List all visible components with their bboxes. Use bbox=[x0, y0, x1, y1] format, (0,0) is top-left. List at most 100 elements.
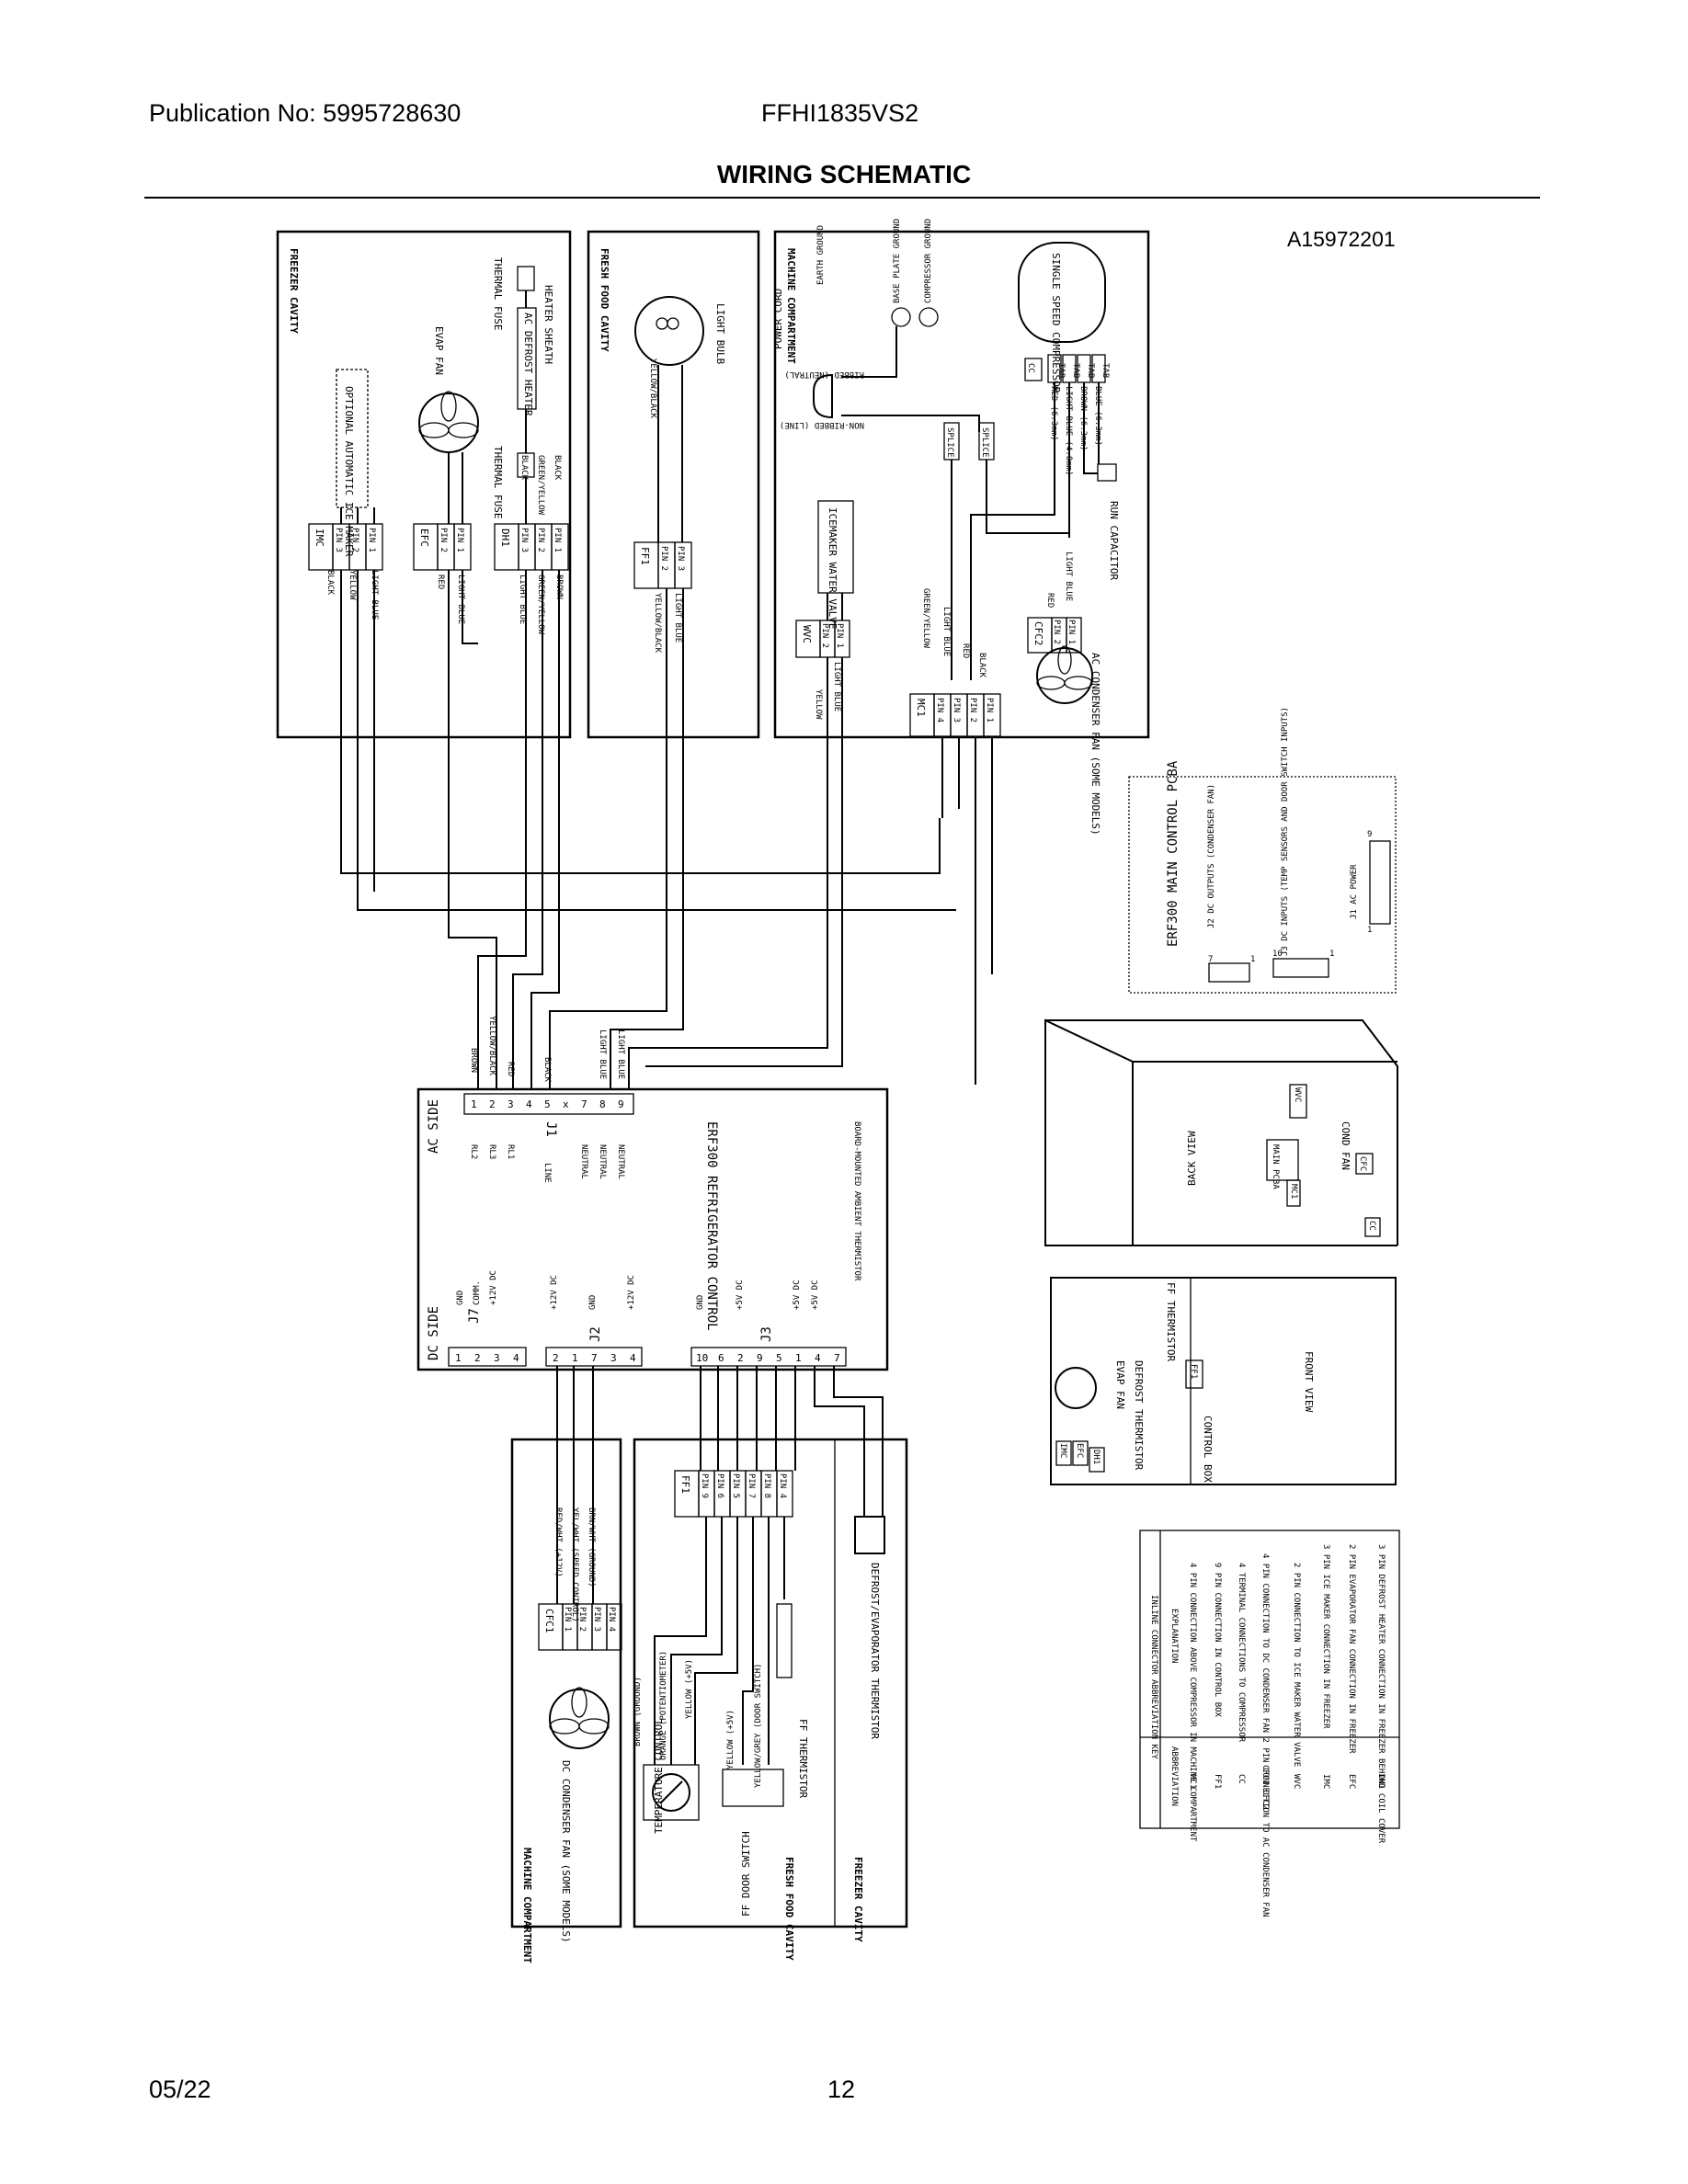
svg-text:YELLOW/GREY (DOOR SWITCH): YELLOW/GREY (DOOR SWITCH) bbox=[754, 1664, 763, 1788]
svg-text:COND FAN: COND FAN bbox=[1340, 1121, 1352, 1170]
svg-text:BASE PLATE GROUND: BASE PLATE GROUND bbox=[893, 219, 902, 303]
ff1-connector-bottom: FF1 PIN 9 PIN 6 PIN 5 PIN 7 PIN 8 PIN 4 bbox=[674, 1470, 793, 1518]
svg-text:THERMAL FUSE: THERMAL FUSE bbox=[492, 446, 504, 518]
svg-text:TAB: TAB bbox=[1101, 363, 1110, 378]
svg-text:+12V DC: +12V DC bbox=[550, 1275, 559, 1310]
svg-text:GND: GND bbox=[588, 1295, 598, 1310]
svg-text:RUN CAPACITOR: RUN CAPACITOR bbox=[1108, 501, 1120, 580]
page-number: 12 bbox=[827, 2076, 856, 2103]
svg-text:MACHINE COMPARTMENT: MACHINE COMPARTMENT bbox=[521, 1848, 533, 1963]
j2-header: 2 1 7 3 4 J2 +12V DC GND +12V DC bbox=[545, 1275, 643, 1367]
svg-text:+12V DC: +12V DC bbox=[489, 1270, 498, 1305]
svg-text:EXPLANATION: EXPLANATION bbox=[1169, 1609, 1179, 1664]
svg-text:1: 1 bbox=[1329, 950, 1334, 959]
svg-text:YELLOW: YELLOW bbox=[814, 689, 823, 720]
svg-text:EVAP FAN: EVAP FAN bbox=[1114, 1360, 1126, 1409]
svg-text:LINE: LINE bbox=[542, 1163, 552, 1183]
freezer-cavity-label: FREEZER CAVITY bbox=[288, 248, 300, 334]
svg-text:1: 1 bbox=[471, 1098, 477, 1110]
svg-text:PIN 4: PIN 4 bbox=[778, 1473, 787, 1498]
svg-text:RL3: RL3 bbox=[487, 1144, 496, 1159]
svg-text:PIN 3: PIN 3 bbox=[952, 698, 961, 722]
cfc1-connector: CFC1 PIN 1 PIN 2 PIN 3 PIN 4 RED/WHT (+1… bbox=[538, 1507, 622, 1651]
svg-text:7: 7 bbox=[591, 1352, 598, 1364]
svg-text:EFC: EFC bbox=[1347, 1774, 1356, 1789]
j1-header: 1 2 3 4 5 x 7 8 9 J1 RL2 RL3 RL1 LINE NE… bbox=[463, 1016, 634, 1183]
svg-text:2: 2 bbox=[737, 1352, 744, 1364]
footer-date: 05/22 bbox=[149, 2076, 211, 2103]
svg-text:J1 AC POWER: J1 AC POWER bbox=[1350, 864, 1359, 919]
svg-text:MC1: MC1 bbox=[915, 699, 927, 717]
svg-text:7: 7 bbox=[581, 1098, 587, 1110]
svg-text:FF THERMISTOR: FF THERMISTOR bbox=[1165, 1282, 1177, 1361]
svg-text:PIN 1: PIN 1 bbox=[985, 698, 994, 722]
svg-text:CFC1 CFC2: CFC1 CFC2 bbox=[1260, 1765, 1270, 1810]
svg-text:BRN/WHT (GROUND): BRN/WHT (GROUND) bbox=[587, 1507, 596, 1587]
svg-text:RED: RED bbox=[436, 574, 445, 589]
svg-text:LIGHT BLUE: LIGHT BLUE bbox=[616, 1029, 625, 1079]
svg-text:ERF300 REFRIGERATOR CONTROL: ERF300 REFRIGERATOR CONTROL bbox=[704, 1121, 719, 1331]
svg-text:PIN 4: PIN 4 bbox=[607, 1607, 616, 1632]
svg-text:NEUTRAL: NEUTRAL bbox=[616, 1144, 625, 1179]
svg-text:PIN 7: PIN 7 bbox=[747, 1473, 756, 1498]
svg-text:7: 7 bbox=[1208, 955, 1213, 964]
svg-text:SPLICE: SPLICE bbox=[945, 427, 954, 458]
svg-text:2: 2 bbox=[489, 1098, 496, 1110]
model-number: FFHI1835VS2 bbox=[761, 99, 919, 127]
evap-fan: EVAP FAN bbox=[418, 326, 479, 453]
svg-text:POWER CORD: POWER CORD bbox=[772, 289, 784, 349]
svg-text:PIN 2: PIN 2 bbox=[577, 1607, 587, 1632]
svg-text:PIN 2: PIN 2 bbox=[1052, 620, 1061, 644]
svg-text:GND: GND bbox=[696, 1295, 705, 1310]
svg-text:DH1: DH1 bbox=[499, 529, 511, 547]
svg-text:EARTH GROUND: EARTH GROUND bbox=[816, 225, 826, 285]
svg-text:5: 5 bbox=[776, 1352, 782, 1364]
svg-text:COMPRESSOR GROUND: COMPRESSOR GROUND bbox=[924, 219, 933, 303]
svg-text:WVC: WVC bbox=[1292, 1774, 1301, 1789]
svg-text:J3 DC INPUTS (TEMP SENSORS AND: J3 DC INPUTS (TEMP SENSORS AND DOOR SWIT… bbox=[1281, 707, 1290, 956]
svg-text:2 PIN CONNECTION TO ICE MAKER: 2 PIN CONNECTION TO ICE MAKER WATER VALV… bbox=[1292, 1563, 1301, 1767]
svg-text:CFC1: CFC1 bbox=[543, 1609, 555, 1633]
page-title: WIRING SCHEMATIC bbox=[716, 160, 972, 188]
svg-text:1: 1 bbox=[795, 1352, 802, 1364]
svg-text:EFC: EFC bbox=[1075, 1443, 1084, 1458]
svg-text:DEFROST/EVAPORATOR THERMISTOR: DEFROST/EVAPORATOR THERMISTOR bbox=[869, 1563, 881, 1739]
svg-text:SPLICE: SPLICE bbox=[980, 427, 989, 458]
svg-text:RIBBED (NEUTRAL): RIBBED (NEUTRAL) bbox=[784, 370, 864, 379]
svg-text:2 PIN EVAPORATOR FAN CONNECTIO: 2 PIN EVAPORATOR FAN CONNECTION IN FREEZ… bbox=[1347, 1544, 1356, 1754]
svg-text:PIN 1: PIN 1 bbox=[553, 528, 562, 552]
svg-text:BLACK: BLACK bbox=[519, 455, 529, 481]
dh1-connector: DH1 PIN 3 PIN 2 PIN 1 BLACK GREEN/YELLOW… bbox=[494, 455, 569, 635]
svg-text:BLACK: BLACK bbox=[553, 455, 562, 481]
publication-number: Publication No: 5995728630 bbox=[149, 99, 462, 127]
svg-text:INLINE CONNECTOR ABBREVIATION: INLINE CONNECTOR ABBREVIATION KEY bbox=[1149, 1595, 1158, 1759]
svg-text:BLACK: BLACK bbox=[542, 1057, 552, 1083]
svg-text:PIN 9: PIN 9 bbox=[700, 1473, 709, 1498]
j3-header: 10 6 2 9 5 1 4 7 J3 GND +5V DC +5V DC +5… bbox=[690, 1280, 847, 1367]
svg-text:RED: RED bbox=[506, 1062, 515, 1076]
svg-text:CFC2: CFC2 bbox=[1032, 621, 1044, 646]
svg-text:x: x bbox=[563, 1098, 569, 1110]
svg-text:+5V DC: +5V DC bbox=[811, 1280, 820, 1310]
svg-text:FF THERMISTOR: FF THERMISTOR bbox=[797, 1719, 809, 1798]
svg-text:NEUTRAL: NEUTRAL bbox=[598, 1144, 607, 1179]
erf300-control: AC SIDE DC SIDE ERF300 REFRIGERATOR CONT… bbox=[416, 1016, 889, 1371]
svg-text:YELLOW/BLACK: YELLOW/BLACK bbox=[487, 1016, 496, 1076]
svg-text:PIN 2: PIN 2 bbox=[350, 528, 359, 552]
svg-text:7: 7 bbox=[834, 1352, 840, 1364]
svg-text:CONTROL BOX: CONTROL BOX bbox=[1202, 1416, 1214, 1483]
svg-text:WVC: WVC bbox=[801, 625, 813, 643]
svg-text:GND: GND bbox=[456, 1291, 465, 1305]
svg-text:GREEN/YELLOW: GREEN/YELLOW bbox=[536, 574, 545, 635]
svg-text:DEFROST THERMISTOR: DEFROST THERMISTOR bbox=[1133, 1360, 1145, 1471]
abbreviation-key-table: INLINE CONNECTOR ABBREVIATION KEY ABBREV… bbox=[1139, 1530, 1400, 1917]
machine-compartment-bottom: CFC1 PIN 1 PIN 2 PIN 3 PIN 4 RED/WHT (+1… bbox=[510, 1438, 622, 1963]
svg-text:LIGHT BLUE: LIGHT BLUE bbox=[1064, 552, 1073, 601]
svg-text:4 PIN CONNECTION TO DC CONDENS: 4 PIN CONNECTION TO DC CONDENSER FAN 2 P… bbox=[1260, 1553, 1270, 1917]
svg-text:9 PIN CONNECTION IN CONTROL BO: 9 PIN CONNECTION IN CONTROL BOX bbox=[1213, 1563, 1222, 1718]
j7-header: 1 2 3 4 J7 GND COMM. +12V DC bbox=[448, 1270, 527, 1367]
svg-text:YELLOW/BLACK: YELLOW/BLACK bbox=[653, 593, 662, 654]
svg-text:PIN 1: PIN 1 bbox=[1066, 620, 1076, 644]
svg-text:RED: RED bbox=[961, 643, 970, 658]
ice-maker-label: OPTIONAL AUTOMATIC ICE MAKER bbox=[343, 386, 355, 557]
